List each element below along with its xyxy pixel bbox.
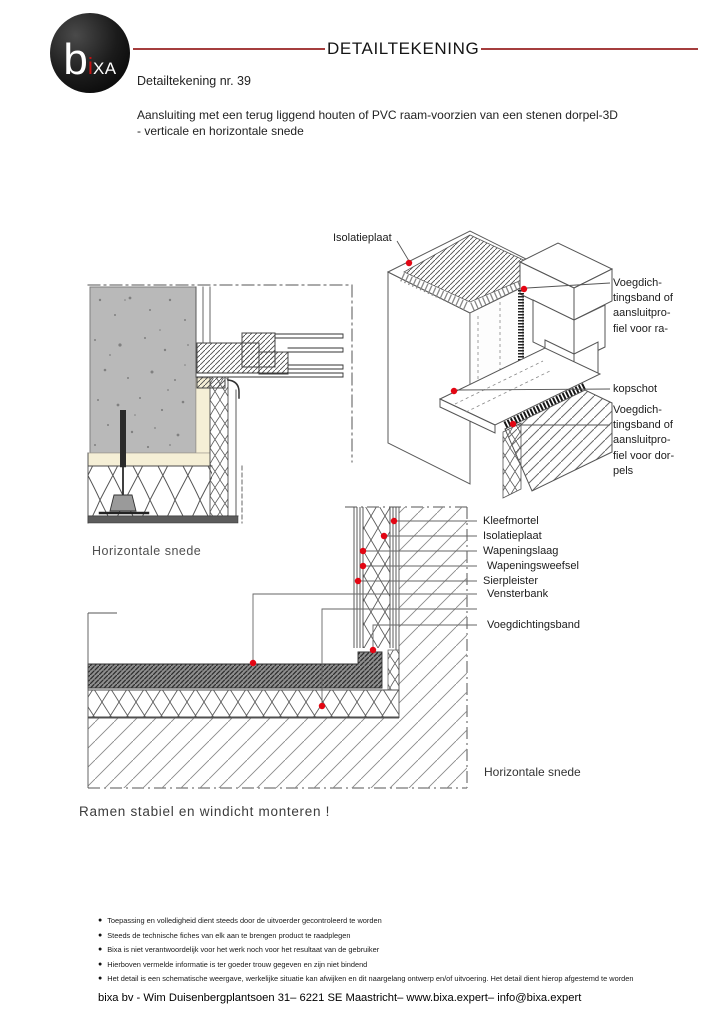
doc-number: Detailtekening nr. 39 (137, 74, 251, 88)
disclaimer-item: ● Toepassing en volledigheid dient steed… (98, 916, 382, 925)
caption-horizontale-snede-left: Horizontale snede (92, 544, 202, 558)
label-voegdichtingsband-dorpel: Voegdich- tingsband of aansluitpro- fiel… (613, 404, 675, 477)
label-isolatieplaat-top: Isolatieplaat (333, 232, 392, 244)
header-rule-left (133, 48, 325, 50)
label-wapeningslaag: Wapeningslaag (483, 545, 559, 557)
label-vensterbank: Vensterbank (487, 588, 549, 600)
bullet-icon: ● (98, 946, 103, 954)
disclaimer-item: ● Het detail is een schematische weergav… (98, 974, 634, 984)
disclaimer-item: ● Steeds de technische fiches van elk aa… (98, 930, 351, 940)
label-voegdichtingsband: Voegdichtingsband (487, 619, 580, 631)
bullet-icon: ● (98, 931, 103, 939)
disclaimer-item: ● Bixa is niet verantwoordelijk voor het… (98, 945, 380, 955)
label-wapeningsweefsel: Wapeningsweefsel (487, 560, 579, 572)
logo-letters-xa: XA (92, 59, 117, 78)
horizontal-section-drawing (87, 506, 477, 789)
disclaimer-list: ● Toepassing en volledigheid dient steed… (98, 916, 658, 989)
subtitle-line-2: - verticale en horizontale snede (137, 124, 304, 138)
bullet-icon: ● (98, 960, 103, 968)
bullet-icon: ● (98, 975, 103, 983)
caption-horizontale-snede-bottom: Horizontale snede (484, 765, 581, 779)
marker-dots-3d (405, 259, 528, 428)
concrete-speckles (94, 296, 189, 449)
vertical-section-drawing (87, 284, 353, 524)
page-title: DETAILTEKENING (327, 39, 480, 58)
label-kleefmortel: Kleefmortel (483, 515, 539, 527)
mounting-note: Ramen stabiel en windicht monteren ! (79, 804, 331, 819)
disclaimer-item: ● Hierboven vermelde informatie is ter g… (98, 959, 368, 969)
isometric-detail-drawing (386, 230, 614, 499)
header-rule-right (481, 48, 698, 50)
logo-letter-b: b (63, 34, 88, 84)
subtitle-line-1: Aansluiting met een terug liggend houten… (137, 108, 618, 122)
logo-letter-i: i (87, 53, 93, 80)
marker-dots-section (249, 517, 398, 710)
label-kopschot: kopschot (613, 383, 658, 395)
label-isolatieplaat: Isolatieplaat (483, 530, 542, 542)
label-sierpleister: Sierpleister (483, 575, 539, 587)
footer-address: bixa bv - Wim Duisenbergplantsoen 31– 62… (98, 992, 582, 1004)
label-voegdichtingsband-raam: Voegdich- tingsband of aansluitpro- fiel… (613, 277, 673, 335)
bullet-icon: ● (98, 917, 103, 924)
